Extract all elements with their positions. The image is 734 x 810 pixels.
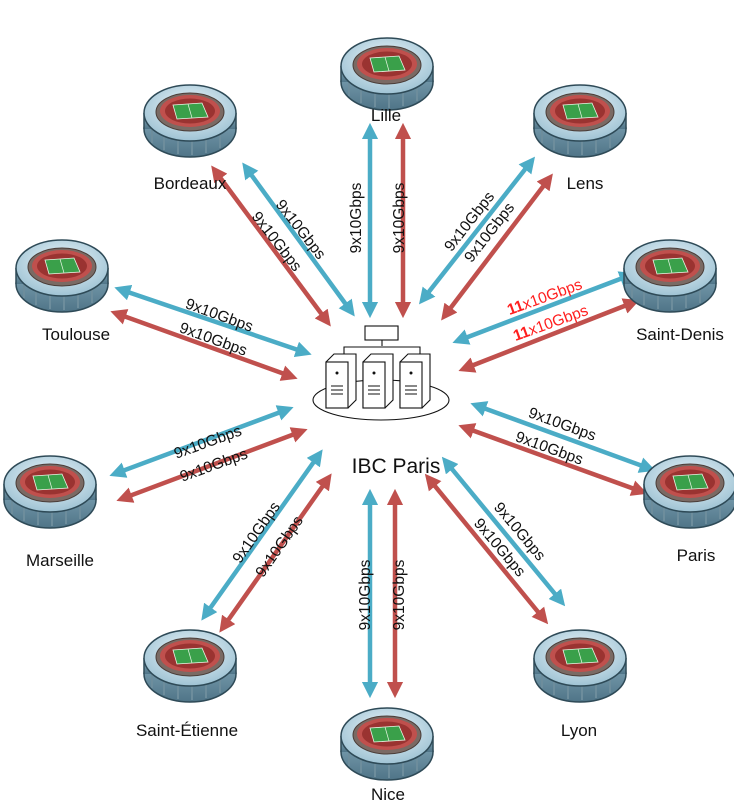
venue-label: Lens [567, 174, 604, 193]
downlink-arrow [110, 309, 298, 381]
downlink-capacity-label: 9x10Gbps [391, 182, 408, 253]
stadium-icon [340, 707, 434, 781]
venue-lens: Lens [533, 84, 627, 193]
venue-paris: Paris [643, 455, 734, 565]
venue-lyon: Lyon [533, 629, 627, 740]
venue-label: Marseille [26, 551, 94, 570]
hub-server-cluster: IBC Paris [312, 325, 450, 478]
venue-marseille: Marseille [3, 455, 97, 570]
stadium-icon [623, 239, 717, 313]
downlink-arrow [116, 427, 308, 503]
uplink-arrow [418, 156, 536, 305]
uplink-capacity-label: 9x10Gbps [357, 559, 374, 630]
hub-label: IBC Paris [352, 455, 441, 478]
stadium-icon [643, 455, 734, 529]
venue-nice: Nice [340, 707, 434, 804]
stadium-icon [143, 629, 237, 703]
link-nice: 9x10Gbps 9x10Gbps [357, 488, 408, 699]
venue-bordeaux: Bordeaux [143, 84, 237, 193]
stadium-icon [3, 455, 97, 529]
server-cluster-icon [312, 325, 450, 421]
downlink-arrow [424, 473, 549, 625]
downlink-capacity-label: 9x10Gbps [391, 559, 408, 630]
stadium-icon [340, 37, 434, 111]
venue-saint-etienne: Saint-Étienne [136, 629, 238, 740]
venue-label: Nice [371, 785, 405, 804]
venue-label: Toulouse [42, 325, 110, 344]
downlink-arrow [458, 423, 648, 496]
venue-label: Bordeaux [154, 174, 227, 193]
venue-lille: Lille [340, 37, 434, 125]
venue-label: Saint-Étienne [136, 721, 238, 740]
downlink-arrow [211, 165, 331, 327]
stadium-icon [533, 84, 627, 158]
venue-toulouse: Toulouse [15, 239, 110, 344]
downlink-arrow [458, 298, 640, 373]
stadium-icon [15, 239, 109, 313]
stadium-icon [533, 629, 627, 703]
stadium-icon [143, 84, 237, 158]
downlink-arrow [219, 473, 332, 633]
venue-saint-denis: Saint-Denis [623, 239, 724, 344]
venue-label: Lyon [561, 721, 597, 740]
uplink-capacity-label: 9x10Gbps [348, 182, 365, 253]
venue-label: Paris [677, 546, 716, 565]
uplink-arrow [441, 456, 566, 607]
venue-label: Saint-Denis [636, 325, 724, 344]
link-lille: 9x10Gbps 9x10Gbps [348, 122, 412, 319]
venue-label: Lille [371, 106, 401, 125]
